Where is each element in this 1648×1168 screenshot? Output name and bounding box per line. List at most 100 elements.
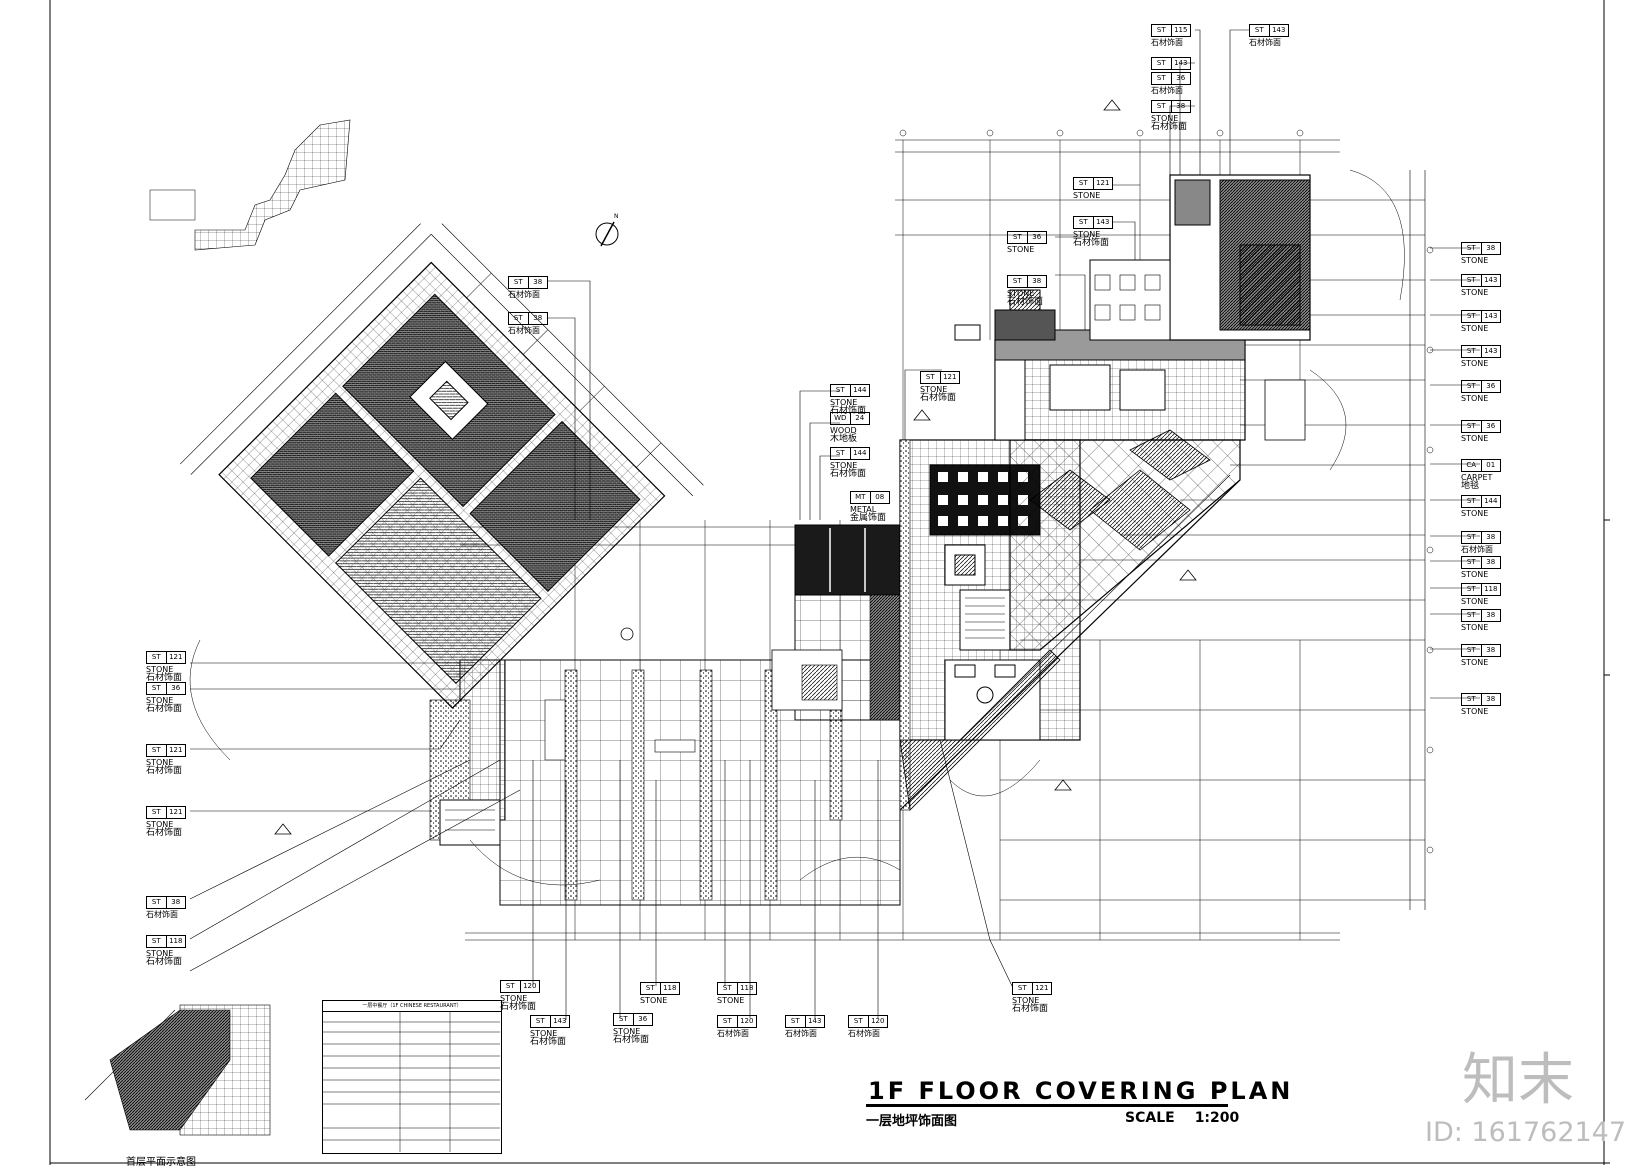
tag-number: 08 (869, 492, 890, 503)
tag-code: ST (151, 808, 161, 816)
material-legend-table: 一层中餐厅（1F CHINESE RESTAURANT） (322, 1000, 502, 1154)
tag-label: 石材饰面 (1151, 86, 1183, 95)
tag-label: METAL (850, 505, 877, 514)
tag-number: 143 (1480, 311, 1501, 322)
tag-code: ST (1156, 102, 1166, 110)
legend-title: 一层中餐厅（1F CHINESE RESTAURANT） (323, 1001, 501, 1012)
key-plan-caption: 首层平面示意图 (126, 1157, 196, 1168)
tag-code: ST (151, 684, 161, 692)
tag-label: STONE (830, 398, 858, 407)
tag-label: STONE (613, 1027, 641, 1036)
tag-label: 石材饰面 (1461, 545, 1493, 554)
tag-number: 38 (527, 277, 548, 288)
tag-number: 36 (1026, 232, 1047, 243)
tag-code: ST (835, 449, 845, 457)
plan-subtitle: 一层地坪饰面图 (866, 1114, 958, 1129)
tag-code: ST (835, 386, 845, 394)
tag-label-cn: 石材饰面 (500, 1002, 537, 1012)
tag-code: ST (722, 1017, 732, 1025)
tag-number: 38 (1480, 645, 1501, 656)
tag-number: 143 (549, 1016, 570, 1027)
tag-number: 24 (849, 413, 870, 424)
tag-label: STONE (530, 1029, 558, 1038)
tag-number: 143 (1268, 25, 1289, 36)
tag-label: STONE (920, 385, 948, 394)
tag-number: 144 (849, 448, 870, 459)
tag-label: STONE (1151, 114, 1179, 123)
tag-code: ST (1466, 347, 1476, 355)
tag-label: STONE (1007, 245, 1035, 254)
tag-label-cn: 石材饰面 (146, 673, 183, 683)
tag-label: 石材饰面 (1151, 38, 1183, 47)
tag-code: ST (1012, 233, 1022, 241)
tag-number: 38 (527, 313, 548, 324)
tag-code: ST (1017, 984, 1027, 992)
tag-label: STONE (146, 949, 174, 958)
tag-code: ST (1466, 276, 1476, 284)
tag-code: ST (1466, 422, 1476, 430)
tag-code: ST (1466, 497, 1476, 505)
tag-label: STONE (830, 461, 858, 470)
tag-code: ST (1466, 646, 1476, 654)
tag-code: ST (151, 653, 161, 661)
tag-label: STONE (1461, 597, 1489, 606)
watermark-logo: 知末 (1462, 1048, 1574, 1113)
tag-number: 144 (849, 385, 870, 396)
plan-title: 1F FLOOR COVERING PLAN (868, 1077, 1294, 1105)
tag-label: 石材饰面 (508, 326, 540, 335)
tag-number: 118 (736, 983, 757, 994)
tag-number: 118 (165, 936, 186, 947)
tag-number: 38 (1480, 694, 1501, 705)
tag-code: CA (1466, 461, 1477, 469)
tag-label: STONE (146, 758, 174, 767)
tag-label: STONE (500, 994, 528, 1003)
tag-label: STONE (640, 996, 668, 1005)
tag-label: STONE (1012, 996, 1040, 1005)
tag-label: 石材饰面 (717, 1029, 749, 1038)
tag-label: STONE (1461, 434, 1489, 443)
tag-label-cn: 石材饰面 (146, 828, 183, 838)
tag-code: ST (151, 898, 161, 906)
tag-number: 38 (1170, 101, 1191, 112)
tag-number: 118 (659, 983, 680, 994)
tag-number: 118 (1480, 584, 1501, 595)
watermark-id: ID: 161762147 (1425, 1117, 1627, 1148)
tag-code: ST (645, 984, 655, 992)
tag-code: ST (1156, 26, 1166, 34)
tag-code: ST (1466, 558, 1476, 566)
tag-number: 38 (1480, 610, 1501, 621)
tag-number: 121 (165, 807, 186, 818)
tag-label: STONE (1461, 509, 1489, 518)
scale-value: 1:200 (1194, 1110, 1240, 1126)
tag-code: ST (925, 373, 935, 381)
tag-label: STONE (1461, 394, 1489, 403)
tag-code: ST (1012, 277, 1022, 285)
tag-number: 36 (165, 683, 186, 694)
tag-code: ST (1466, 312, 1476, 320)
tag-label: STONE (146, 820, 174, 829)
